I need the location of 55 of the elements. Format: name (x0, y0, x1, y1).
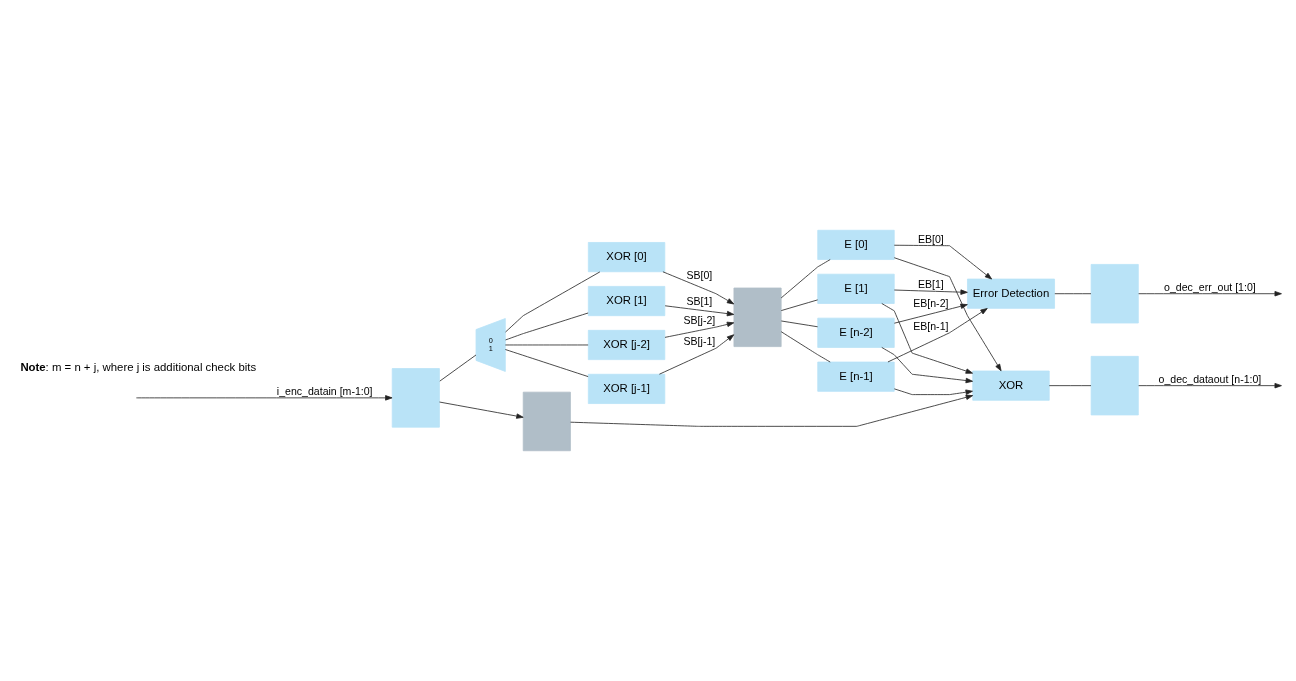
node-box: 0 1 (475, 318, 506, 372)
connector (780, 331, 831, 363)
node-box (391, 368, 440, 428)
arrow (662, 271, 735, 305)
arrow (439, 401, 524, 419)
arrow (664, 321, 735, 338)
node-box (522, 391, 571, 452)
connector (505, 271, 601, 333)
connector (780, 299, 819, 311)
arrow (570, 394, 974, 427)
edge-label: i_enc_datain [m-1:0] (276, 384, 373, 397)
node-box: Error Detection (967, 278, 1055, 309)
arrow (893, 289, 968, 295)
edge-label: o_dec_dataout [n-1:0] (1158, 372, 1262, 385)
label: Note: m = n + j, where j is additional check bits (20, 360, 257, 373)
node-box: XOR [j-1] (587, 373, 666, 404)
arrow (893, 388, 973, 395)
node-box: XOR [1] (587, 286, 666, 317)
node-box: E [1] (817, 273, 895, 304)
connector (780, 259, 831, 299)
connector (780, 320, 819, 328)
arrow (658, 334, 735, 375)
node-box: XOR [0] (587, 242, 666, 273)
arrow (881, 347, 973, 384)
connector (1048, 385, 1092, 387)
node-box: XOR [j-2] (587, 329, 666, 361)
arrow (893, 244, 993, 280)
arrow (664, 305, 735, 317)
arrow (881, 303, 973, 374)
arrow (1138, 382, 1282, 389)
edge-label: EB[0] (917, 232, 944, 245)
edge-label: EB[n-2] (913, 297, 949, 310)
connector (505, 312, 589, 341)
edge-label: o_dec_err_out [1:0] (1164, 280, 1256, 293)
arrow (136, 395, 393, 401)
node-box (1090, 264, 1139, 324)
edge-label: SB[j-2] (683, 314, 716, 327)
arrow (887, 308, 988, 363)
node-box: E [n-1] (817, 361, 895, 392)
edge-label: SB[1] (686, 295, 713, 308)
node-box: E [0] (817, 229, 895, 260)
connector (504, 349, 589, 377)
edge-label: SB[j-1] (683, 335, 716, 348)
node-box: XOR (972, 370, 1050, 401)
arrow (893, 257, 1002, 372)
connector (1054, 293, 1092, 295)
arrow (893, 303, 968, 324)
connector (439, 354, 477, 382)
edge-label: EB[n-1] (913, 319, 949, 332)
arrow (1138, 291, 1282, 297)
node-box: E [n-2] (817, 317, 895, 348)
node-box (1090, 355, 1139, 416)
edge-label: EB[1] (917, 278, 944, 291)
node-box (733, 287, 782, 347)
edge-label: SB[0] (686, 268, 713, 281)
